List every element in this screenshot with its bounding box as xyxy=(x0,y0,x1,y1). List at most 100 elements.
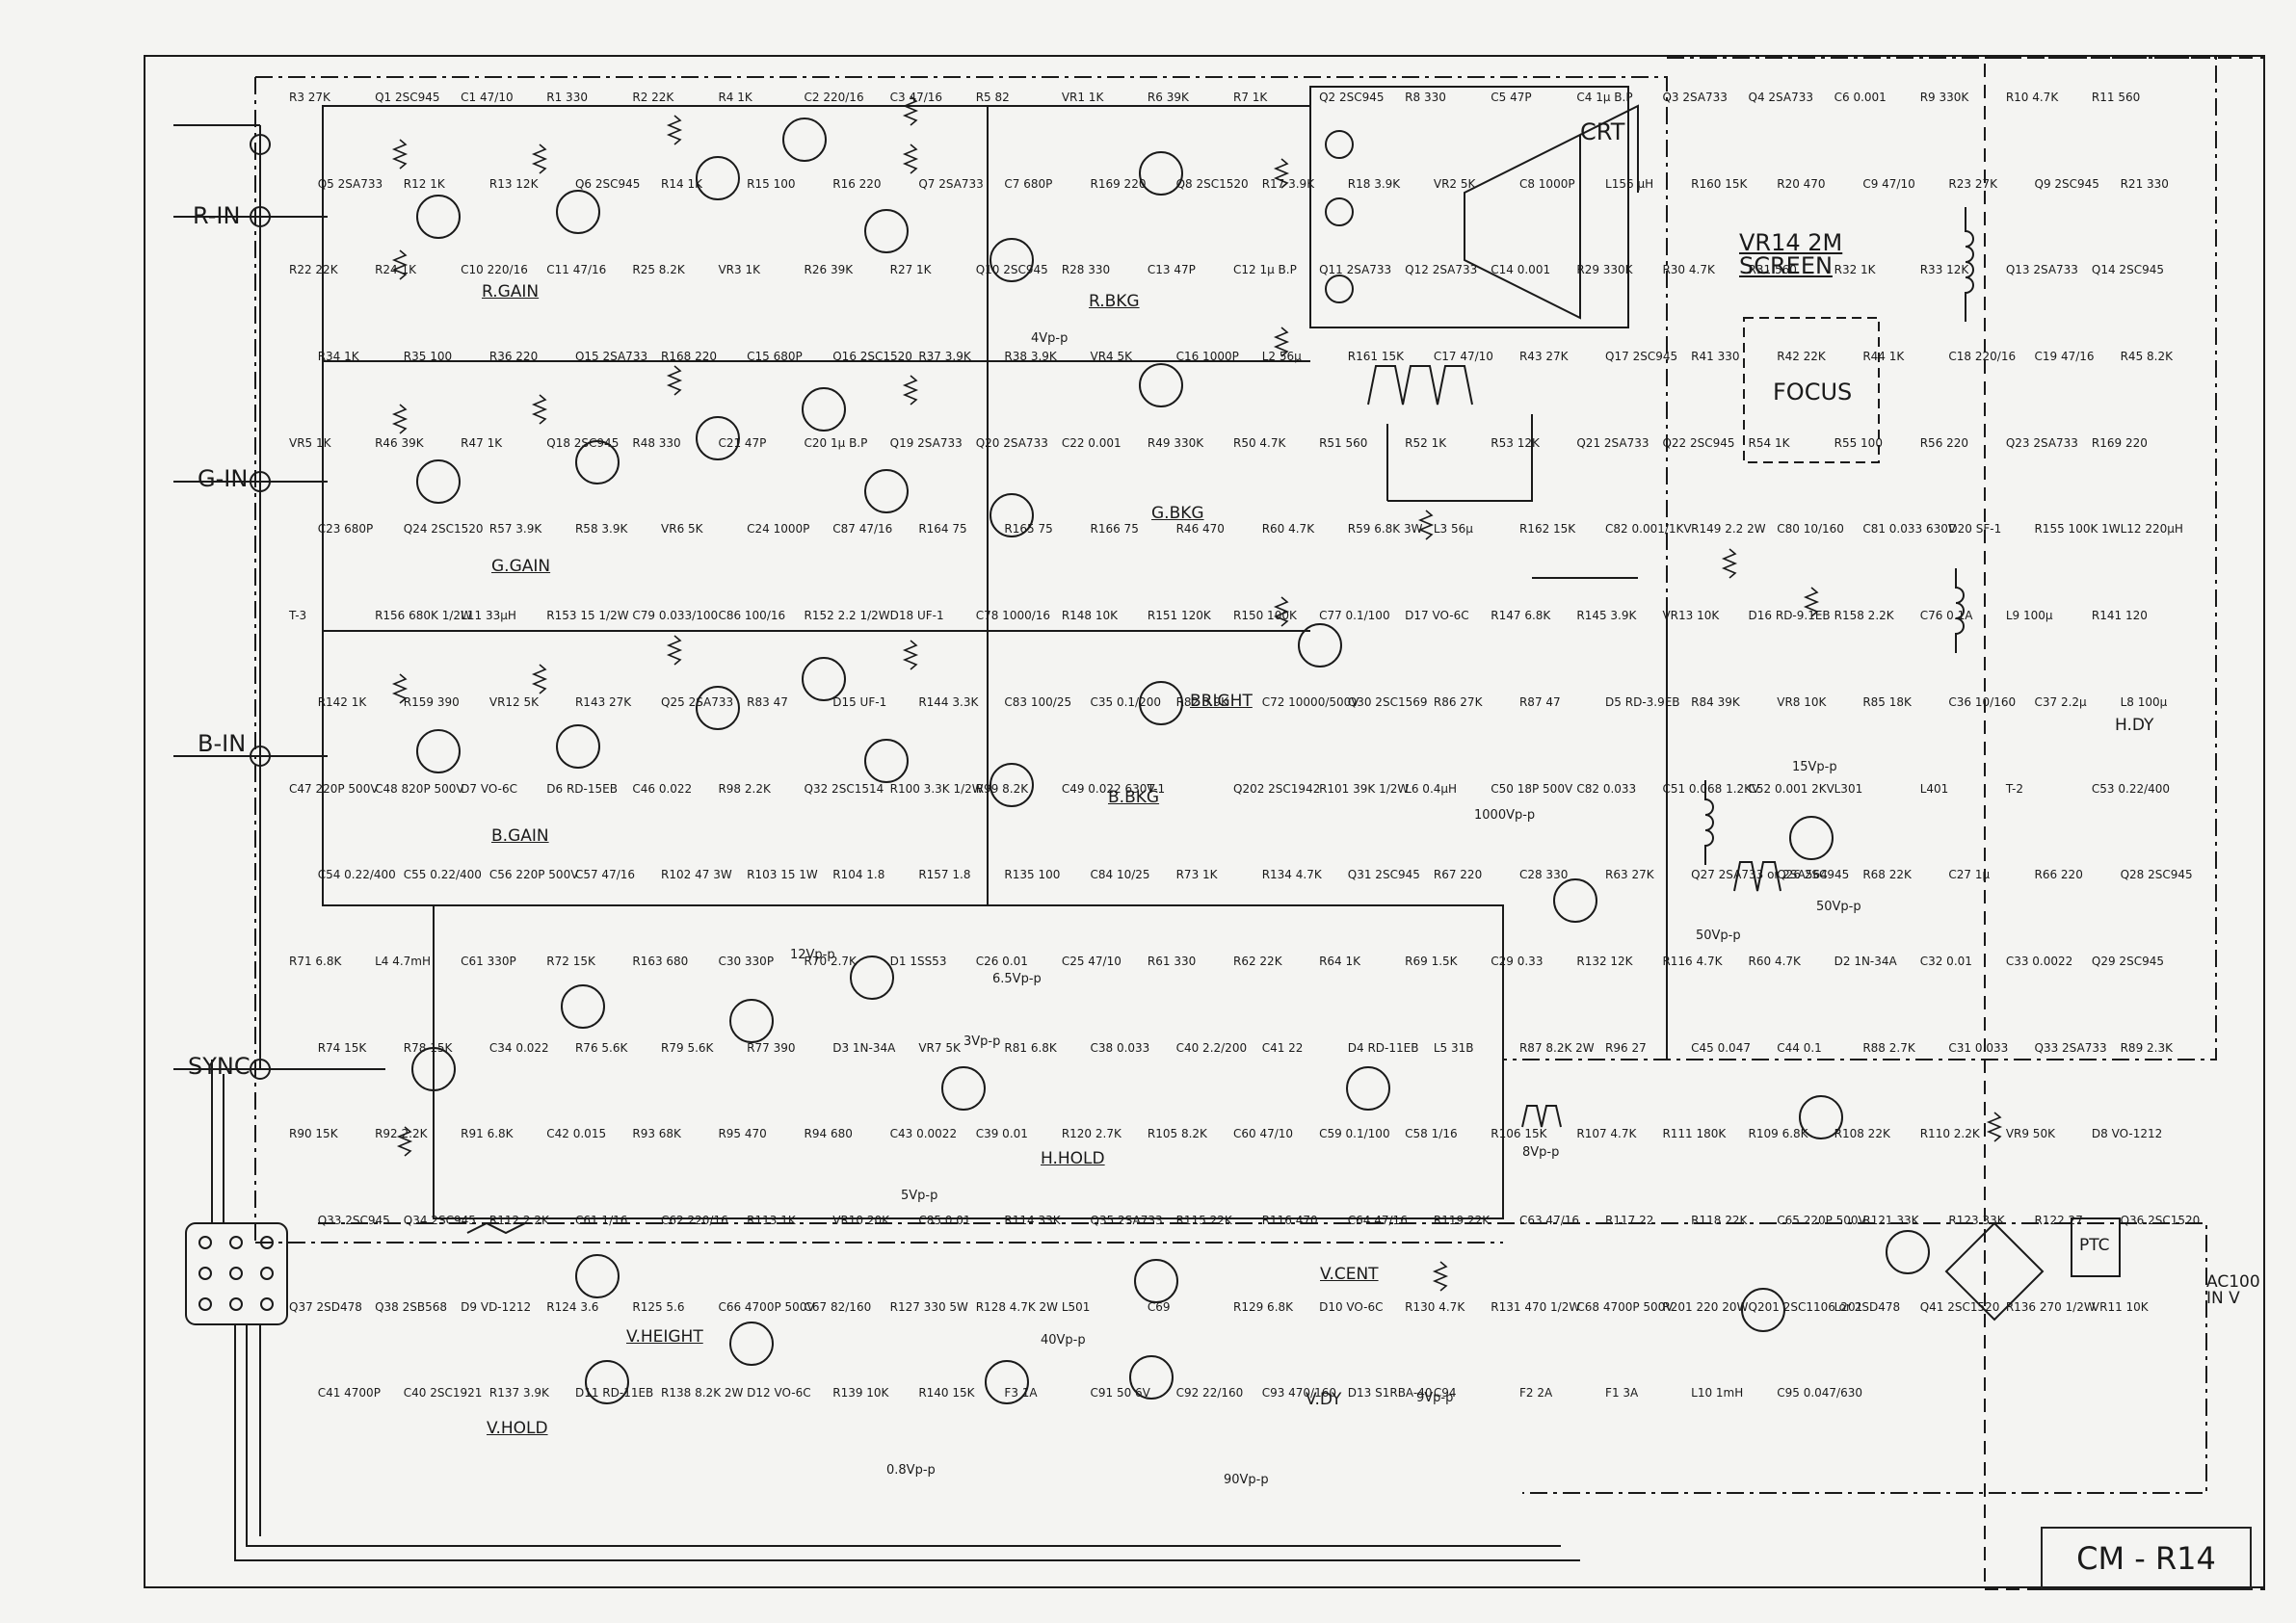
waveform-label: 50Vp-p xyxy=(1816,900,1861,914)
terminal-r xyxy=(250,134,271,155)
waveform-label: 8Vp-p xyxy=(1522,1145,1560,1160)
component-label: C84 10/25 xyxy=(1090,868,1150,882)
component-label: C12 1μ B.P xyxy=(1233,263,1297,277)
component-label: R134 4.7K xyxy=(1261,868,1322,882)
component-label: R145 3.9K xyxy=(1576,609,1637,623)
crt-tube xyxy=(1579,104,1639,193)
component-label: R143 27K xyxy=(574,694,632,709)
component-label: C1 47/10 xyxy=(461,91,514,104)
component-label: R148 10K xyxy=(1061,609,1119,623)
component-label: R94 680 xyxy=(804,1127,853,1141)
terminal-g-in xyxy=(250,471,271,492)
label-r-bkg: R.BKG xyxy=(1089,292,1140,311)
component-label: R85 18K xyxy=(1862,694,1912,709)
component-label: Q37 2SD478 xyxy=(289,1299,362,1314)
component-label: D15 UF-1 xyxy=(832,694,887,709)
resistors xyxy=(391,95,2003,1292)
label-v-cent: V.CENT xyxy=(1320,1265,1379,1284)
component-label: Q17 2SC945 xyxy=(1605,350,1678,364)
component-label: R45 8.2K xyxy=(2120,350,2173,364)
component-label: R156 680K 1/2W xyxy=(375,609,472,623)
deflection-traces xyxy=(1502,597,1668,1218)
component-label: R158 2.2K xyxy=(1834,609,1894,623)
component-label: D9 VD-1212 xyxy=(461,1299,532,1314)
component-label: D4 RD-11EB xyxy=(1347,1040,1419,1055)
component-label: C39 0.01 xyxy=(975,1127,1028,1141)
component-label: Q41 2SC1520 xyxy=(1919,1299,2000,1314)
component-label: VR7 5K xyxy=(918,1040,961,1055)
component-label: C58 1/16 xyxy=(1405,1127,1458,1141)
component-label: Q9 2SC945 xyxy=(2034,176,2099,191)
input-bus xyxy=(173,124,385,1070)
component-label: R152 2.2 1/2W xyxy=(804,609,890,623)
component-label: Q30 2SC1569 xyxy=(1347,694,1428,709)
component-label: Q23 2SA733 xyxy=(2005,435,2078,450)
component-label: C31 0.033 xyxy=(1948,1040,2009,1055)
component-label: R93 68K xyxy=(632,1127,681,1141)
component-label: R102 47 3W xyxy=(661,868,732,882)
label-sync: SYNC xyxy=(188,1053,251,1080)
component-label: C33 0.0022 xyxy=(2005,954,2073,968)
component-label: R92 2.2K xyxy=(375,1127,428,1141)
component-label: C67 82/160 xyxy=(804,1299,872,1314)
component-label: VR9 50K xyxy=(2005,1127,2055,1141)
component-label: R135 100 xyxy=(1004,868,1061,882)
component-label: Q16 2SC1520 xyxy=(832,350,912,364)
component-label: Q24 2SC1520 xyxy=(403,522,484,537)
component-label: Q14 2SC945 xyxy=(2091,263,2164,277)
sync-block xyxy=(433,904,1504,1219)
component-label: VR4 5K xyxy=(1090,350,1133,364)
component-label: R153 15 1/2W xyxy=(546,609,629,623)
component-label: F1 3A xyxy=(1605,1386,1639,1400)
component-label: R87 47 xyxy=(1518,694,1561,709)
label-b-gain: B.GAIN xyxy=(491,826,549,846)
waveform-label: 6.5Vp-p xyxy=(992,972,1042,986)
component-label: C30 330P xyxy=(718,954,775,968)
component-label: R26 39K xyxy=(804,263,854,277)
component-label: Q38 2SB568 xyxy=(375,1299,447,1314)
component-label: R149 2.2 2W xyxy=(1691,522,1766,537)
component-label: Q15 2SA733 xyxy=(574,350,648,364)
label-v-height: V.HEIGHT xyxy=(626,1327,703,1347)
component-label: R82 3.9K xyxy=(1175,694,1228,709)
component-label: Q6 2SC945 xyxy=(574,176,641,191)
component-label: Q11 2SA733 xyxy=(1319,263,1392,277)
label-focus: FOCUS xyxy=(1773,379,1853,406)
component-label: L3 56μ xyxy=(1433,522,1473,537)
component-label: R18 3.9K xyxy=(1347,176,1401,191)
component-label: Q12 2SA733 xyxy=(1405,263,1478,277)
component-label: Q20 2SA733 xyxy=(975,435,1048,450)
component-label: D1 1SS53 xyxy=(889,954,947,968)
component-label: R123 33K xyxy=(1948,1213,2005,1227)
component-label: R88 2.7K xyxy=(1862,1040,1915,1055)
component-label: VR2 5K xyxy=(1433,176,1476,191)
component-label: R46 470 xyxy=(1175,522,1225,537)
component-label: C62 220/16 xyxy=(661,1213,728,1227)
component-label: C94 xyxy=(1433,1386,1457,1400)
component-label: Q34 2SC945 xyxy=(403,1213,476,1227)
component-label: R113 1K xyxy=(747,1213,796,1227)
label-crt: CRT xyxy=(1580,118,1625,145)
terminal-r-in xyxy=(250,206,271,227)
component-label: R84 39K xyxy=(1691,694,1740,709)
component-label: R169 220 xyxy=(1090,176,1147,191)
component-label: R130 4.7K xyxy=(1405,1299,1465,1314)
component-label: R169 220 xyxy=(2091,435,2148,450)
component-label: D10 VO-6C xyxy=(1319,1299,1384,1314)
crt-socket-box xyxy=(1309,86,1629,328)
component-label: R163 680 xyxy=(632,954,689,968)
crt-neck xyxy=(1464,133,1581,320)
component-label: R58 3.9K xyxy=(574,522,628,537)
component-label: Q28 2SC945 xyxy=(2120,868,2193,882)
component-label: R91 6.8K xyxy=(461,1127,514,1141)
component-label: C83 100/25 xyxy=(1004,694,1072,709)
component-label: R3 27K xyxy=(289,91,330,104)
component-label: Q202 2SC1942 xyxy=(1233,781,1321,796)
component-label: R136 270 1/2W xyxy=(2005,1299,2096,1314)
component-label: R150 100K xyxy=(1233,609,1297,623)
component-label: R95 470 xyxy=(718,1127,767,1141)
component-label: C55 0.22/400 xyxy=(403,868,482,882)
component-label: C46 0.022 xyxy=(632,781,693,796)
component-label: VR10 20K xyxy=(832,1213,890,1227)
component-label: C10 220/16 xyxy=(461,263,528,277)
